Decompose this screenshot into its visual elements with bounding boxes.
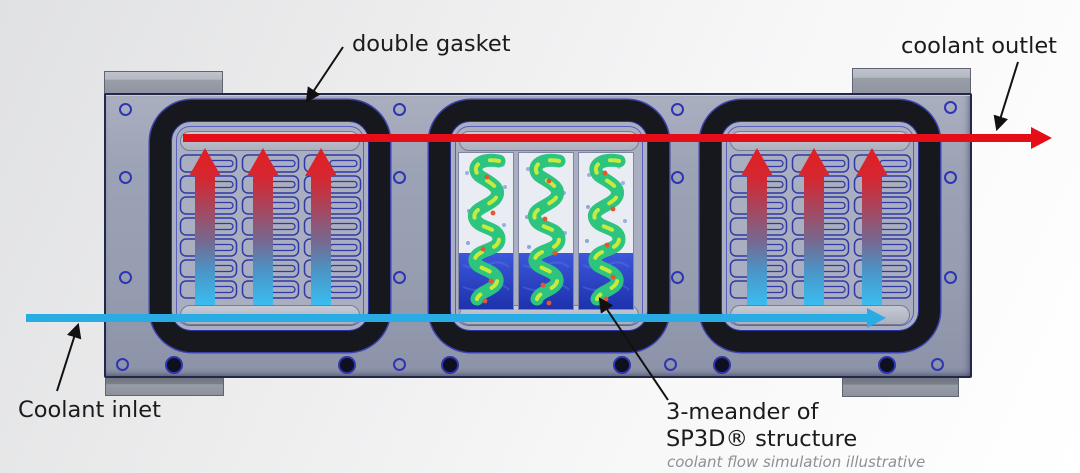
coolant-inlet-flow-line xyxy=(26,314,868,322)
bolt-hole-filled xyxy=(878,356,896,374)
bolt-hole xyxy=(671,171,684,184)
bolt-hole xyxy=(119,103,132,116)
bolt-hole-filled xyxy=(441,356,459,374)
bolt-hole xyxy=(944,101,957,114)
mounting-tab-bottom-left xyxy=(105,376,224,396)
bolt-hole-filled xyxy=(338,356,356,374)
bolt-hole xyxy=(671,271,684,284)
cfd-meander-strip xyxy=(458,152,514,310)
coolant-inlet-arrowhead xyxy=(867,308,886,328)
bolt-hole xyxy=(931,358,944,371)
mounting-tab-bottom-right xyxy=(842,376,959,397)
thermal-gradient-arrows xyxy=(741,148,888,305)
bolt-hole xyxy=(664,358,677,371)
cfd-meander-strip xyxy=(578,152,634,310)
bolt-hole xyxy=(119,171,132,184)
label-coolant-inlet: Coolant inlet xyxy=(18,397,161,423)
label-double-gasket: double gasket xyxy=(352,31,511,57)
bolt-hole-filled xyxy=(165,356,183,374)
bolt-hole-filled xyxy=(613,356,631,374)
label-coolant-outlet: coolant outlet xyxy=(901,33,1057,59)
coolant-outlet-arrowhead xyxy=(1031,127,1052,149)
mounting-tab-top-left xyxy=(104,71,223,95)
bolt-hole xyxy=(393,358,406,371)
bolt-hole xyxy=(944,171,957,184)
label-meander-line1: 3-meander of xyxy=(666,399,819,425)
bolt-hole xyxy=(393,271,406,284)
cell-inner-plate xyxy=(171,121,369,331)
bolt-hole xyxy=(393,171,406,184)
coolant-outlet-flow-line xyxy=(183,134,1032,142)
bolt-hole xyxy=(671,103,684,116)
bolt-hole-filled xyxy=(713,356,731,374)
bolt-hole xyxy=(116,358,129,371)
bolt-hole xyxy=(944,271,957,284)
cfd-meander-strip xyxy=(518,152,574,310)
leader-coolant-outlet xyxy=(993,61,1019,132)
thermal-gradient-arrows xyxy=(189,148,337,305)
bolt-hole xyxy=(119,271,132,284)
cell-inner-plate xyxy=(450,121,648,331)
bolt-hole xyxy=(393,103,406,116)
label-meander: 3-meander of SP3D® structure xyxy=(666,399,857,453)
leader-coolant-inlet xyxy=(56,322,82,392)
mounting-tab-top-right xyxy=(852,68,971,95)
label-meander-line2: SP3D® structure xyxy=(666,426,858,452)
caption-illustrative: coolant flow simulation illustrative xyxy=(667,453,926,471)
cell-inner-plate xyxy=(721,121,919,331)
